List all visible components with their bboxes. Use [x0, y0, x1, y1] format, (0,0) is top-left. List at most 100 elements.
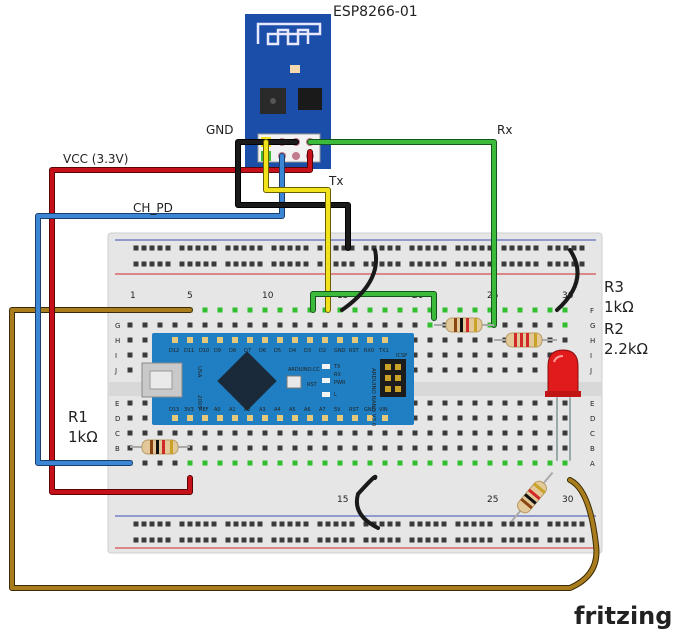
breadboard-hole: [472, 367, 478, 373]
r3-band-1: [454, 318, 457, 332]
rail-hole: [563, 261, 569, 267]
nano-bottom-pin: [277, 415, 283, 421]
breadboard-hole: [352, 430, 358, 436]
rail-hole: [133, 537, 139, 543]
rail-hole: [463, 245, 469, 251]
rail-hole: [501, 521, 507, 527]
row-letter: D: [115, 415, 120, 423]
rail-hole: [317, 245, 323, 251]
breadboard-hole: [307, 445, 313, 451]
breadboard-hole: [277, 445, 283, 451]
resistor-bottom: [510, 471, 554, 523]
nano-top-pin-label: D4: [289, 348, 296, 354]
breadboard-hole: [247, 445, 253, 451]
rail-hole: [395, 261, 401, 267]
nano-top-pin-label: D7: [244, 348, 251, 354]
nano-l-label: L: [334, 392, 337, 398]
breadboard-hole: [337, 322, 343, 328]
rail-hole: [371, 245, 377, 251]
breadboard-hole: [277, 460, 283, 466]
nano-year-label: 2009: [196, 395, 202, 409]
rail-hole: [547, 521, 553, 527]
breadboard-hole: [502, 322, 508, 328]
nano-bottom-pin-label: A4: [274, 407, 281, 413]
rail-hole: [279, 521, 285, 527]
breadboard-hole: [232, 430, 238, 436]
nano-bottom-pin: [232, 415, 238, 421]
breadboard-hole: [532, 400, 538, 406]
rail-hole: [187, 521, 193, 527]
nano-top-pin-label: D2: [319, 348, 326, 354]
breadboard-hole: [442, 460, 448, 466]
breadboard-hole: [532, 415, 538, 421]
rail-hole: [179, 261, 185, 267]
rail-hole: [417, 521, 423, 527]
nano-bottom-pin-label: A2: [244, 407, 251, 413]
rail-hole: [379, 245, 385, 251]
rail-hole: [325, 537, 331, 543]
rail-hole: [509, 521, 515, 527]
breadboard-hole: [562, 322, 568, 328]
nano-bottom-pin-label: A1: [229, 407, 236, 413]
breadboard-hole: [412, 430, 418, 436]
row-letter: C: [590, 430, 595, 438]
rail-hole: [363, 521, 369, 527]
rail-hole: [349, 261, 355, 267]
rail-hole: [371, 537, 377, 543]
breadboard-hole: [352, 445, 358, 451]
led-body: [547, 349, 579, 395]
breadboard-hole: [337, 445, 343, 451]
esp-chip-mark: [270, 98, 276, 104]
nano-rx-label: RX: [334, 372, 341, 378]
rail-hole: [563, 245, 569, 251]
rail-hole: [241, 537, 247, 543]
rail-hole: [433, 521, 439, 527]
nano-tx-label: TX: [333, 364, 341, 370]
rail-hole: [501, 537, 507, 543]
breadboard-hole: [427, 415, 433, 421]
nano-bottom-pin-label: A7: [319, 407, 326, 413]
breadboard-hole: [472, 415, 478, 421]
breadboard-hole: [352, 322, 358, 328]
nano-top-pin-label: D5: [274, 348, 281, 354]
row-letter: J: [114, 367, 117, 375]
breadboard-hole: [562, 430, 568, 436]
led-rim: [545, 391, 581, 397]
rail-hole: [555, 245, 561, 251]
breadboard-hole: [412, 445, 418, 451]
rail-hole: [295, 245, 301, 251]
rail-hole: [211, 261, 217, 267]
rail-hole: [533, 245, 539, 251]
nano-bottom-pin-label: RST: [349, 407, 360, 413]
nano-top-pin: [232, 337, 238, 343]
nano-top-pin: [337, 337, 343, 343]
breadboard-hole: [247, 430, 253, 436]
breadboard-hole: [472, 352, 478, 358]
breadboard-hole: [187, 460, 193, 466]
rail-hole: [341, 521, 347, 527]
breadboard-hole: [412, 367, 418, 373]
breadboard-hole: [187, 430, 193, 436]
r1-band-2: [156, 440, 159, 454]
rail-hole: [249, 521, 255, 527]
rail-hole: [533, 537, 539, 543]
nano-bottom-pin: [307, 415, 313, 421]
breadboard-hole: [457, 307, 463, 313]
breadboard-hole: [127, 430, 133, 436]
rail-hole: [471, 521, 477, 527]
rail-hole: [187, 245, 193, 251]
rail-hole: [455, 537, 461, 543]
breadboard-hole: [142, 415, 148, 421]
breadboard-hole: [352, 307, 358, 313]
rail-hole: [303, 521, 309, 527]
rail-hole: [395, 537, 401, 543]
breadboard-hole: [442, 307, 448, 313]
rail-hole: [179, 537, 185, 543]
breadboard-hole: [322, 322, 328, 328]
rb-band-1: [520, 497, 533, 510]
rail-hole: [487, 521, 493, 527]
wire-black-jumper-3: [355, 474, 380, 530]
breadboard-hole: [217, 445, 223, 451]
breadboard-hole: [532, 352, 538, 358]
